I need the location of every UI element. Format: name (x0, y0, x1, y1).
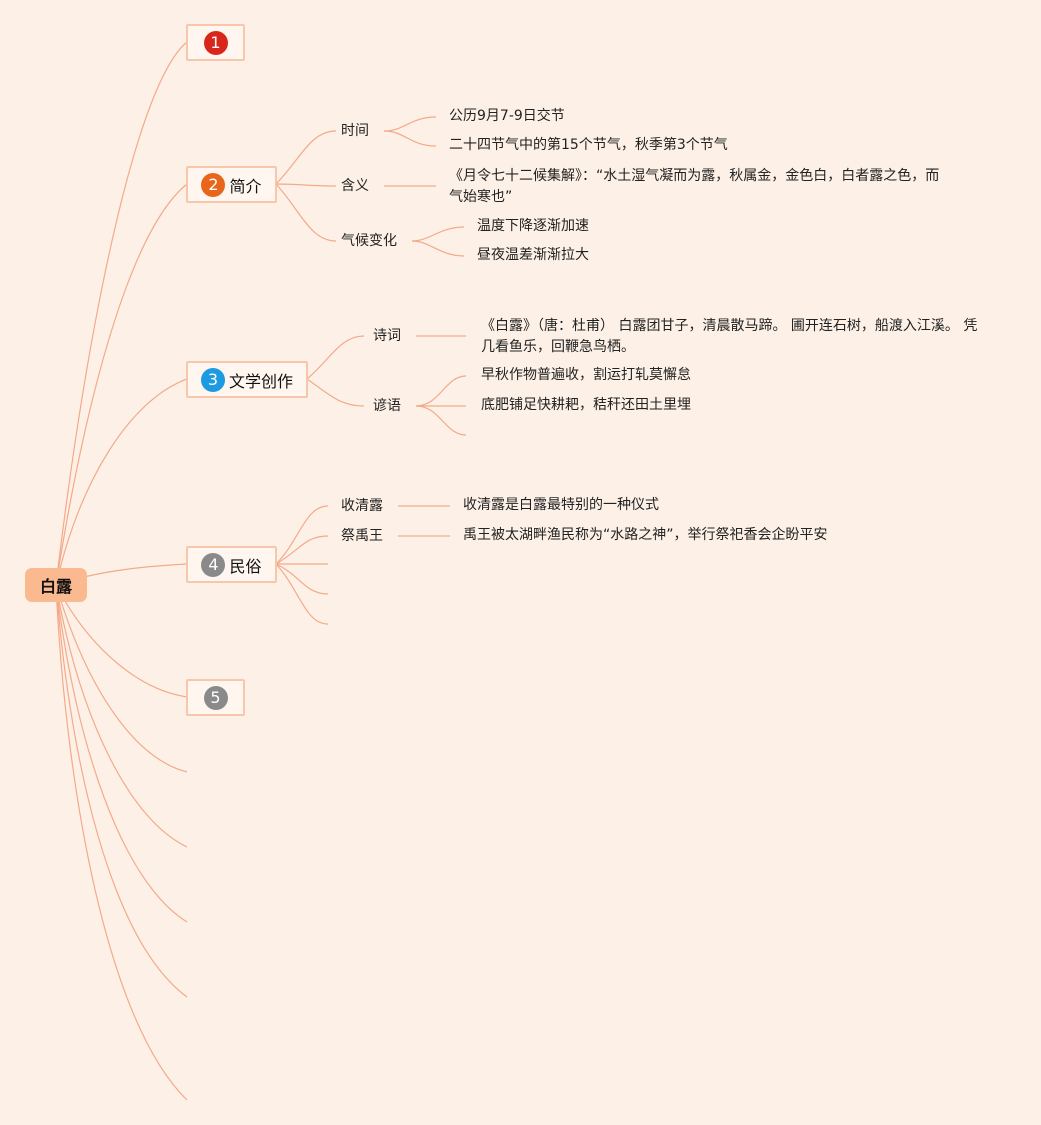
link-b2-time (275, 130, 337, 185)
leaf-climate-1[interactable]: 温度下降逐渐加速 (477, 218, 589, 234)
leaf-worship-yu-1[interactable]: 禹王被太湖畔渔民称为“水路之神”，举行祭祀香会企盼平安 (463, 527, 828, 543)
link-b4-dew (275, 505, 329, 565)
leaf-time-2[interactable]: 二十四节气中的第15个节气，秋季第3个节气 (449, 137, 728, 153)
link-root-b3 (55, 378, 188, 586)
branch-5-node[interactable]: 5 (186, 679, 245, 716)
branch-2-node[interactable]: 2 简介 (186, 166, 277, 203)
leaf-meaning-1[interactable]: 《月令七十二候集解》：“水土湿气凝而为露，秋属金，金色白，白者露之色，而气始寒也… (449, 168, 940, 205)
root-node[interactable]: 白露 (25, 568, 87, 602)
link-b3-proverb (306, 378, 365, 407)
link-b2-climate (275, 183, 337, 242)
leaf-poem-1[interactable]: 《白露》（唐：杜甫） 白露团甘子，清晨散马蹄。 圃开连石树，船渡入江溪。 凭几看… (481, 318, 978, 355)
link-climate-leaf2 (411, 240, 465, 257)
link-root-empty-1 (55, 584, 188, 773)
topic-worship-yu[interactable]: 祭禹王 (341, 528, 383, 544)
number-badge-1: 1 (203, 30, 228, 55)
link-root-empty-4 (55, 584, 188, 998)
link-root-empty-2 (55, 584, 188, 848)
number-badge-4: 4 (201, 552, 226, 577)
branch-4-label: 民俗 (229, 556, 262, 576)
link-root-empty-3 (55, 584, 188, 923)
link-root-b5 (55, 584, 188, 698)
branch-3-node[interactable]: 3 文学创作 (186, 361, 308, 398)
leaf-climate-2[interactable]: 昼夜温差渐渐拉大 (477, 247, 589, 263)
topic-poem[interactable]: 诗词 (373, 328, 401, 344)
link-b4-empty2 (275, 563, 329, 595)
number-badge-2: 2 (201, 172, 226, 197)
leaf-time-1[interactable]: 公历9月7-9日交节 (449, 108, 565, 124)
number-badge-3: 3 (200, 367, 225, 392)
leaf-proverb-2[interactable]: 底肥铺足快耕耙，秸秆还田土里埋 (481, 397, 691, 413)
leaf-collect-dew-1[interactable]: 收清露是白露最特别的一种仪式 (463, 497, 659, 513)
link-b3-poem (306, 335, 365, 380)
branch-4-node[interactable]: 4 民俗 (186, 546, 277, 583)
link-root-b1 (55, 41, 188, 586)
link-b4-empty3 (275, 563, 329, 625)
number-badge-5: 5 (203, 685, 228, 710)
topic-collect-dew[interactable]: 收清露 (341, 498, 383, 514)
root-label: 白露 (39, 577, 72, 596)
link-proverb-leaf1 (415, 375, 467, 407)
branch-2-label: 简介 (229, 176, 262, 196)
leaf-proverb-1[interactable]: 早秋作物普遍收，割运打轧莫懈怠 (481, 367, 691, 383)
topic-time[interactable]: 时间 (341, 123, 369, 139)
topic-climate[interactable]: 气候变化 (341, 233, 397, 249)
branch-1-node[interactable]: 1 (186, 24, 245, 61)
topic-meaning[interactable]: 含义 (341, 178, 369, 194)
link-time-leaf1 (383, 116, 437, 132)
topic-proverb[interactable]: 谚语 (373, 398, 401, 414)
link-root-empty-5 (55, 584, 188, 1101)
link-root-b2 (55, 183, 188, 586)
link-proverb-empty (415, 405, 467, 436)
branch-3-label: 文学创作 (228, 371, 293, 391)
link-climate-leaf1 (411, 226, 465, 242)
link-b2-meaning (275, 183, 337, 187)
link-b4-yu (275, 535, 329, 565)
link-time-leaf2 (383, 130, 437, 147)
